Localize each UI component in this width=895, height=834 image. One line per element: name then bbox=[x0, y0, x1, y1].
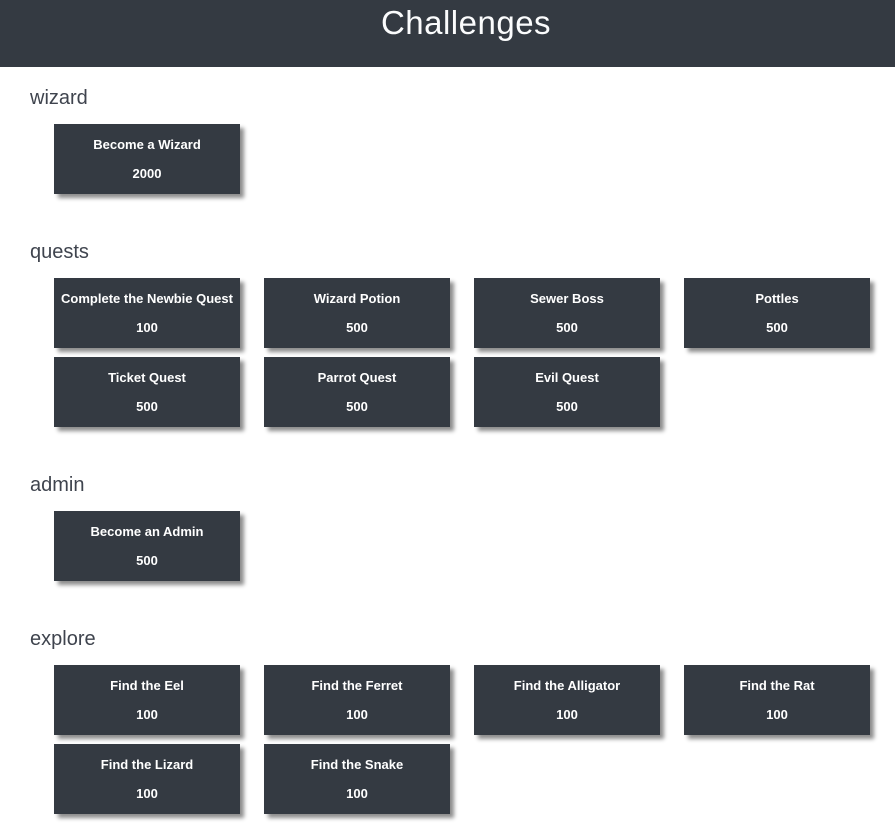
challenge-card[interactable]: Find the Alligator 100 bbox=[474, 665, 660, 735]
challenge-points: 500 bbox=[766, 320, 788, 335]
challenge-card[interactable]: Ticket Quest 500 bbox=[54, 357, 240, 427]
challenge-section: quests Complete the Newbie Quest 100 Wiz… bbox=[30, 239, 870, 427]
challenge-card[interactable]: Find the Rat 100 bbox=[684, 665, 870, 735]
challenge-points: 100 bbox=[766, 707, 788, 722]
challenge-card[interactable]: Find the Lizard 100 bbox=[54, 744, 240, 814]
challenge-section: explore Find the Eel 100 Find the Ferret… bbox=[30, 626, 870, 814]
section-title: wizard bbox=[30, 87, 88, 109]
challenge-name: Parrot Quest bbox=[317, 370, 397, 385]
section-cards: Become a Wizard 2000 bbox=[54, 124, 870, 194]
challenge-points: 500 bbox=[346, 320, 368, 335]
challenge-card[interactable]: Become an Admin 500 bbox=[54, 511, 240, 581]
section-title: quests bbox=[30, 241, 89, 263]
page-title: Challenges bbox=[380, 4, 552, 41]
challenge-name: Become a Wizard bbox=[93, 137, 201, 152]
challenge-name: Evil Quest bbox=[535, 370, 599, 385]
challenge-name: Pottles bbox=[755, 291, 799, 306]
challenge-points: 100 bbox=[136, 786, 158, 801]
challenge-card[interactable]: Pottles 500 bbox=[684, 278, 870, 348]
header-bar: Challenges bbox=[0, 0, 895, 67]
section-cards: Complete the Newbie Quest 100 Wizard Pot… bbox=[54, 278, 870, 427]
challenge-card[interactable]: Wizard Potion 500 bbox=[264, 278, 450, 348]
challenge-name: Complete the Newbie Quest bbox=[61, 291, 233, 306]
challenge-card[interactable]: Find the Ferret 100 bbox=[264, 665, 450, 735]
challenge-name: Find the Snake bbox=[310, 757, 404, 772]
section-title: admin bbox=[30, 474, 85, 496]
challenge-card[interactable]: Sewer Boss 500 bbox=[474, 278, 660, 348]
challenge-card[interactable]: Complete the Newbie Quest 100 bbox=[54, 278, 240, 348]
section-cards: Become an Admin 500 bbox=[54, 511, 870, 581]
challenge-points: 100 bbox=[136, 707, 158, 722]
challenge-name: Find the Ferret bbox=[311, 678, 403, 693]
challenge-points: 500 bbox=[136, 399, 158, 414]
challenge-name: Sewer Boss bbox=[530, 291, 604, 306]
challenge-name: Find the Lizard bbox=[100, 757, 194, 772]
challenge-name: Find the Alligator bbox=[513, 678, 621, 693]
challenges-board: wizard Become a Wizard 2000 quests Compl… bbox=[0, 67, 895, 834]
challenge-card[interactable]: Evil Quest 500 bbox=[474, 357, 660, 427]
challenge-card[interactable]: Find the Eel 100 bbox=[54, 665, 240, 735]
challenge-points: 100 bbox=[556, 707, 578, 722]
section-title: explore bbox=[30, 628, 96, 650]
challenge-points: 500 bbox=[346, 399, 368, 414]
challenge-section: wizard Become a Wizard 2000 bbox=[30, 85, 870, 194]
challenge-name: Become an Admin bbox=[90, 524, 204, 539]
challenge-card[interactable]: Become a Wizard 2000 bbox=[54, 124, 240, 194]
challenge-points: 2000 bbox=[132, 166, 162, 181]
section-cards: Find the Eel 100 Find the Ferret 100 Fin… bbox=[54, 665, 870, 814]
challenge-name: Ticket Quest bbox=[108, 370, 186, 385]
challenge-name: Wizard Potion bbox=[313, 291, 401, 306]
challenge-section: admin Become an Admin 500 bbox=[30, 472, 870, 581]
challenge-points: 500 bbox=[136, 553, 158, 568]
challenge-name: Find the Eel bbox=[110, 678, 184, 693]
challenge-name: Find the Rat bbox=[739, 678, 815, 693]
sections-container: wizard Become a Wizard 2000 quests Compl… bbox=[30, 85, 870, 814]
challenge-points: 500 bbox=[556, 399, 578, 414]
challenge-card[interactable]: Parrot Quest 500 bbox=[264, 357, 450, 427]
challenge-points: 100 bbox=[346, 707, 368, 722]
challenge-points: 100 bbox=[136, 320, 158, 335]
challenge-points: 100 bbox=[346, 786, 368, 801]
challenge-card[interactable]: Find the Snake 100 bbox=[264, 744, 450, 814]
challenge-points: 500 bbox=[556, 320, 578, 335]
